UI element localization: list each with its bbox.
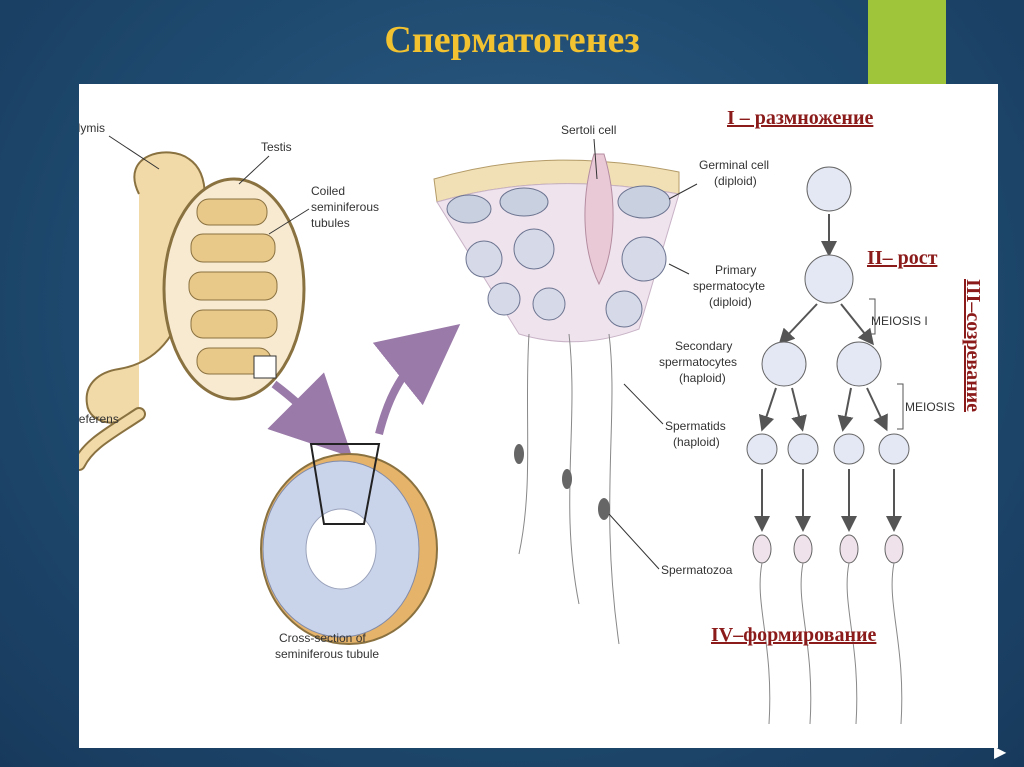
label-secondary-1: Secondary [675,339,732,353]
label-secondary-2: spermatocytes [659,355,737,369]
label-germinal-1: Germinal cell [699,158,769,172]
lobule [190,309,278,339]
label-cross-section-1: Cross-section of [279,631,366,645]
sertoli-cell [584,153,614,286]
diagram-panel: Epididymis Testis Coiled seminiferous tu… [79,84,998,748]
primary-spermatocyte [804,254,854,304]
slide-title: Сперматогенез [384,19,640,61]
spermatid [787,433,819,465]
sperm-tail [608,333,620,645]
spermatogenesis-diagram: Epididymis Testis Coiled seminiferous tu… [79,107,984,725]
cell [605,290,643,328]
label-spermatids-1: Spermatids [665,419,726,433]
cell [621,236,667,282]
label-primary-2: spermatocyte [693,279,765,293]
label-primary-3: (diploid) [709,295,752,309]
label-testis: Testis [261,140,292,154]
cell [487,282,521,316]
stage-4-label: IV–формирование [711,624,877,646]
tubule-wall-illustration [433,153,680,645]
spermatozoon [752,534,772,564]
spermatozoon-head [598,498,610,520]
meiosis2-bracket [897,383,904,430]
label-germinal-2: (diploid) [714,174,757,188]
spermatid [833,433,865,465]
sperm-tail [518,333,530,555]
stage-2-label: II– рост [867,247,938,269]
label-secondary-3: (haploid) [679,371,726,385]
testis-illustration [79,151,306,471]
label-primary-1: Primary [715,263,756,277]
section-wedge [309,443,381,525]
stage-3-label: III–созревание [962,279,984,412]
spermatozoon [839,534,859,564]
secondary-spermatocyte [761,341,807,387]
germinal-cell [806,166,852,212]
stage-1-label: I – размножение [727,107,873,129]
cell [513,228,555,270]
label-epididymis: Epididymis [79,121,105,135]
lobule [190,233,276,263]
label-coiled-2: seminiferous [311,200,379,214]
label-spermatids-2: (haploid) [673,435,720,449]
cell [446,194,492,224]
cell [465,240,503,278]
lobule [196,198,268,226]
spermatozoon [793,534,813,564]
label-meiosis-2: MEIOSIS [905,400,955,414]
next-slide-icon[interactable]: ▶ [994,744,1007,761]
cell [532,287,566,321]
spermatozoon-head [514,444,524,464]
spermatid [746,433,778,465]
zoom-arrow-down [267,372,353,458]
accent-bar [868,0,946,84]
zoom-arrow-up [372,324,461,435]
label-meiosis-1: MEIOSIS I [871,314,928,328]
label-spermatozoa: Spermatozoa [661,563,733,577]
cross-section-illustration [260,443,438,645]
label-coiled-1: Coiled [311,184,345,198]
lobule [188,271,278,301]
meiosis1-bracket [869,298,876,335]
label-cross-section-2: seminiferous tubule [275,647,379,661]
cell [617,185,671,219]
spermatid [878,433,910,465]
label-coiled-3: tubules [311,216,350,230]
secondary-spermatocyte [836,341,882,387]
cell-lineage [746,166,910,725]
label-vas-deferens: Vas deferens [79,412,119,426]
label-sertoli-cell: Sertoli cell [561,123,616,137]
sperm-tail [568,333,580,605]
section-box [253,355,277,379]
spermatozoon [884,534,904,564]
spermatozoon-head [562,469,572,489]
cell [499,187,549,217]
